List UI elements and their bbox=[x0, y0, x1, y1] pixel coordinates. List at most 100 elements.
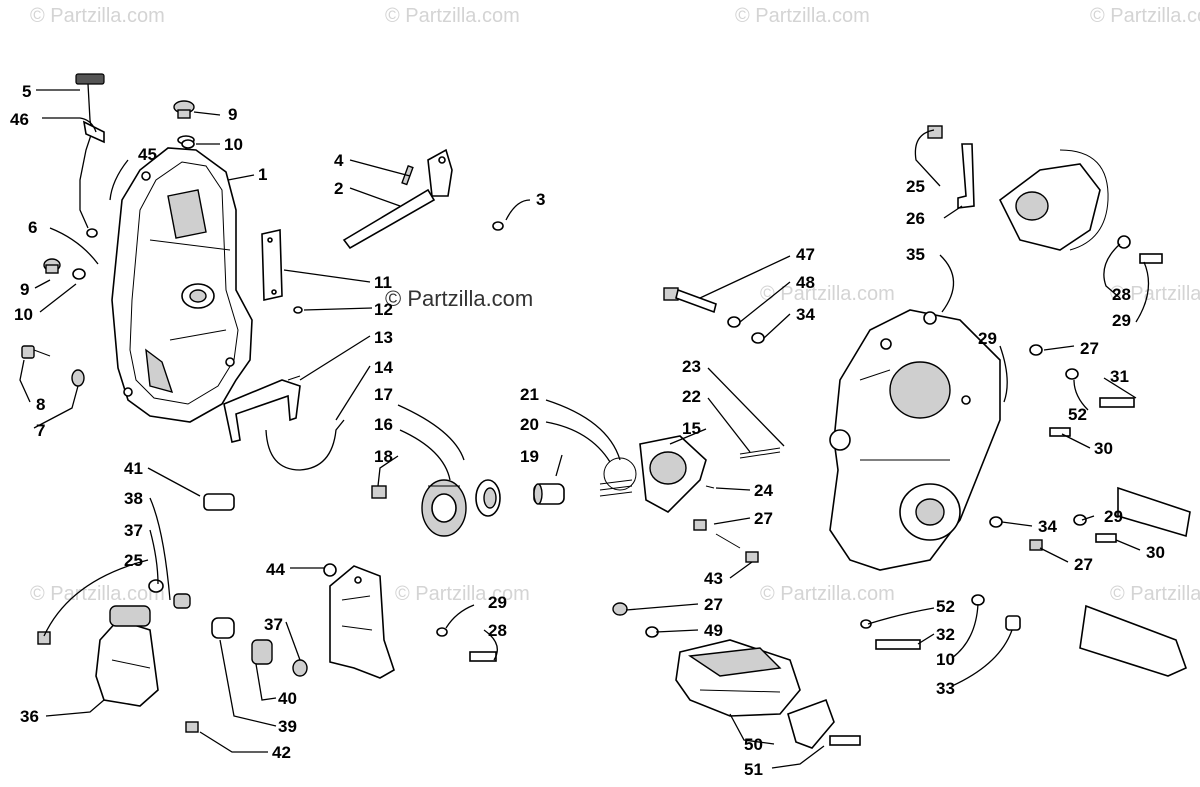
callout-8: 8 bbox=[36, 395, 45, 414]
watermark-text: © Partzilla.com bbox=[30, 5, 165, 27]
callout-10: 10 bbox=[224, 135, 243, 154]
callout-32: 32 bbox=[936, 625, 955, 644]
callout-5: 5 bbox=[22, 82, 31, 101]
callout-46: 46 bbox=[10, 110, 29, 129]
callout-51: 51 bbox=[744, 760, 763, 779]
callout-52: 52 bbox=[936, 597, 955, 616]
callout-27: 27 bbox=[754, 509, 773, 528]
part-drawings bbox=[21, 73, 1191, 749]
mount-part bbox=[37, 605, 199, 733]
callout-7: 7 bbox=[36, 421, 45, 440]
callout-12: 12 bbox=[374, 300, 393, 319]
watermark-text: © Partzilla.com bbox=[760, 583, 895, 605]
callout-25: 25 bbox=[906, 177, 925, 196]
callout-52: 52 bbox=[1068, 405, 1087, 424]
callout-50: 50 bbox=[744, 735, 763, 754]
callout-30: 30 bbox=[1094, 439, 1113, 458]
callout-45: 45 bbox=[138, 145, 157, 164]
watermark-text: © Partzilla.com bbox=[395, 583, 530, 605]
shaft-part bbox=[342, 148, 504, 250]
callout-23: 23 bbox=[682, 357, 701, 376]
dipstick-part bbox=[75, 73, 105, 238]
fastener-part bbox=[860, 344, 1135, 650]
callout-10: 10 bbox=[936, 650, 955, 669]
callout-40: 40 bbox=[278, 689, 297, 708]
watermark-center-text: © Partzilla.com bbox=[385, 286, 533, 311]
callout-43: 43 bbox=[704, 569, 723, 588]
callout-34: 34 bbox=[1038, 517, 1057, 536]
callout-27: 27 bbox=[1080, 339, 1099, 358]
gearcase-part bbox=[829, 309, 1001, 571]
callout-44: 44 bbox=[266, 560, 285, 579]
callout-41: 41 bbox=[124, 459, 143, 478]
bracket-part bbox=[223, 375, 345, 471]
callout-9: 9 bbox=[20, 280, 29, 299]
callout-48: 48 bbox=[796, 273, 815, 292]
callout-29: 29 bbox=[1104, 507, 1123, 526]
callout-39: 39 bbox=[278, 717, 297, 736]
callout-10: 10 bbox=[14, 305, 33, 324]
callout-9: 9 bbox=[228, 105, 237, 124]
ring-gear-part bbox=[371, 479, 501, 537]
callout-20: 20 bbox=[520, 415, 539, 434]
callout-21: 21 bbox=[520, 385, 539, 404]
watermarks: © Partzilla.com © Partzilla.com © Partzi… bbox=[30, 5, 1200, 605]
callout-17: 17 bbox=[374, 385, 393, 404]
callout-30: 30 bbox=[1146, 543, 1165, 562]
callout-18: 18 bbox=[374, 447, 393, 466]
callout-19: 19 bbox=[520, 447, 539, 466]
callout-16: 16 bbox=[374, 415, 393, 434]
callout-38: 38 bbox=[124, 489, 143, 508]
callout-13: 13 bbox=[374, 328, 393, 347]
pinion-part bbox=[533, 435, 781, 513]
callout-labels: 5 46 45 6 9 10 1 9 10 4 2 3 11 12 13 14 … bbox=[10, 82, 1165, 779]
watermark-text: © Partzilla.com bbox=[1110, 583, 1200, 605]
callout-4: 4 bbox=[334, 151, 344, 170]
nut-part bbox=[693, 519, 759, 563]
shaft-right-part bbox=[1079, 486, 1191, 677]
plate-part bbox=[261, 229, 303, 314]
callout-27: 27 bbox=[704, 595, 723, 614]
cap-part bbox=[173, 100, 195, 149]
callout-29: 29 bbox=[488, 593, 507, 612]
callout-15: 15 bbox=[682, 419, 701, 438]
callout-28: 28 bbox=[488, 621, 507, 640]
watermark-text: © Partzilla.com bbox=[30, 583, 165, 605]
callout-1: 1 bbox=[258, 165, 267, 184]
callout-33: 33 bbox=[936, 679, 955, 698]
housing-part bbox=[612, 602, 861, 749]
callout-28: 28 bbox=[1112, 285, 1131, 304]
callout-24: 24 bbox=[754, 481, 773, 500]
callout-42: 42 bbox=[272, 743, 291, 762]
callout-29: 29 bbox=[1112, 311, 1131, 330]
watermark-text: © Partzilla.com bbox=[1110, 283, 1200, 305]
watermark-text: © Partzilla.com bbox=[1090, 5, 1200, 27]
callout-37: 37 bbox=[264, 615, 283, 634]
brake-part bbox=[927, 125, 1163, 264]
callout-36: 36 bbox=[20, 707, 39, 726]
callout-22: 22 bbox=[682, 387, 701, 406]
leader-lines bbox=[19, 89, 1150, 769]
watermark-text: © Partzilla.com bbox=[735, 5, 870, 27]
callout-25: 25 bbox=[124, 551, 143, 570]
watermark-text: © Partzilla.com bbox=[760, 283, 895, 305]
bolt-part bbox=[21, 345, 85, 387]
callout-2: 2 bbox=[334, 179, 343, 198]
bracket-plate-part bbox=[329, 565, 497, 679]
callout-11: 11 bbox=[374, 273, 392, 292]
pivot-part bbox=[148, 493, 337, 677]
cap-part-left bbox=[43, 258, 86, 280]
callout-26: 26 bbox=[906, 209, 925, 228]
chaincase-cover-part bbox=[111, 135, 253, 423]
callout-27: 27 bbox=[1074, 555, 1093, 574]
callout-31: 31 bbox=[1110, 367, 1129, 386]
bolt-47-part bbox=[663, 287, 765, 344]
callout-35: 35 bbox=[906, 245, 925, 264]
callout-14: 14 bbox=[374, 358, 393, 377]
callout-3: 3 bbox=[536, 190, 545, 209]
watermark-text: © Partzilla.com bbox=[385, 5, 520, 27]
callout-6: 6 bbox=[28, 218, 37, 237]
callout-47: 47 bbox=[796, 245, 815, 264]
